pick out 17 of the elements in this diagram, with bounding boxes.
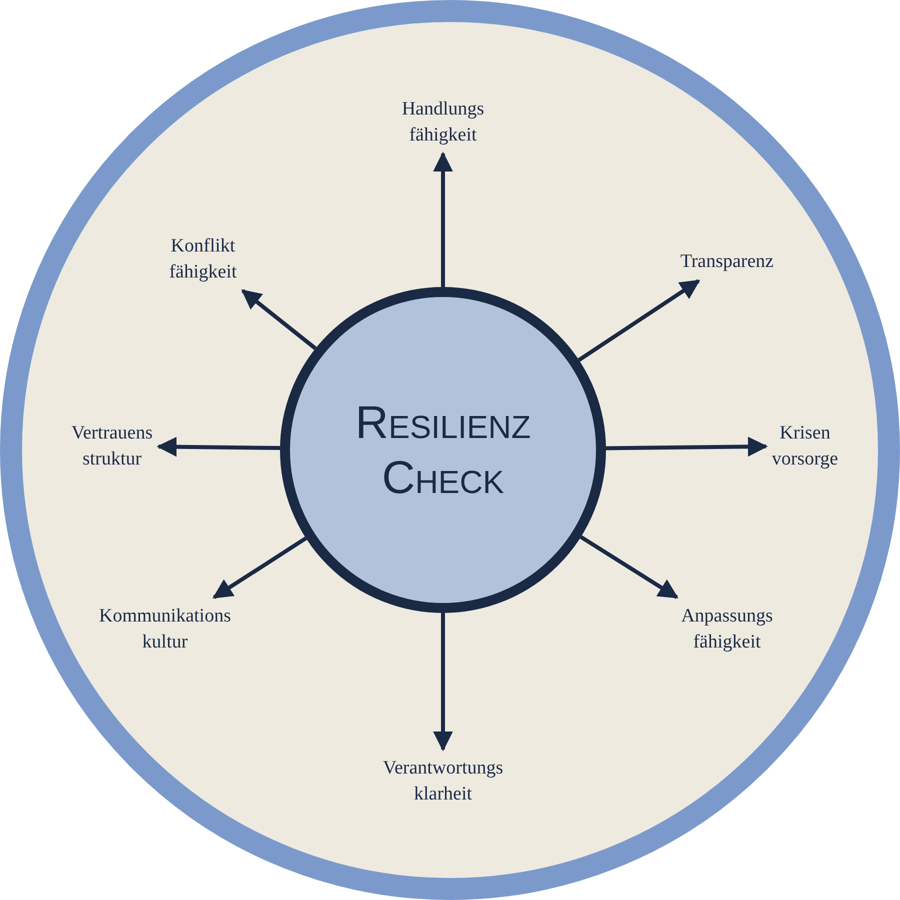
- arrow: [433, 613, 453, 752]
- factor-label: Transparenz: [680, 249, 774, 275]
- center-title: Resilienz Check: [354, 394, 532, 505]
- factor-label: Krisen vorsorge: [772, 420, 838, 472]
- factor-label: Anpassungs fähigkeit: [681, 603, 773, 655]
- arrow: [241, 289, 317, 350]
- arrow: [578, 279, 700, 362]
- arrow: [606, 436, 768, 457]
- factor-label: Handlungs fähigkeit: [402, 96, 484, 148]
- factor-label: Verantwortungs klarheit: [382, 755, 504, 807]
- factor-label: Vertrauens struktur: [71, 420, 153, 472]
- arrow: [580, 535, 678, 600]
- arrow: [156, 436, 280, 457]
- factor-label: Konflikt fähigkeit: [169, 233, 237, 285]
- arrow: [433, 152, 453, 287]
- factor-label: Kommunikations kultur: [99, 603, 231, 655]
- arrow: [212, 536, 308, 600]
